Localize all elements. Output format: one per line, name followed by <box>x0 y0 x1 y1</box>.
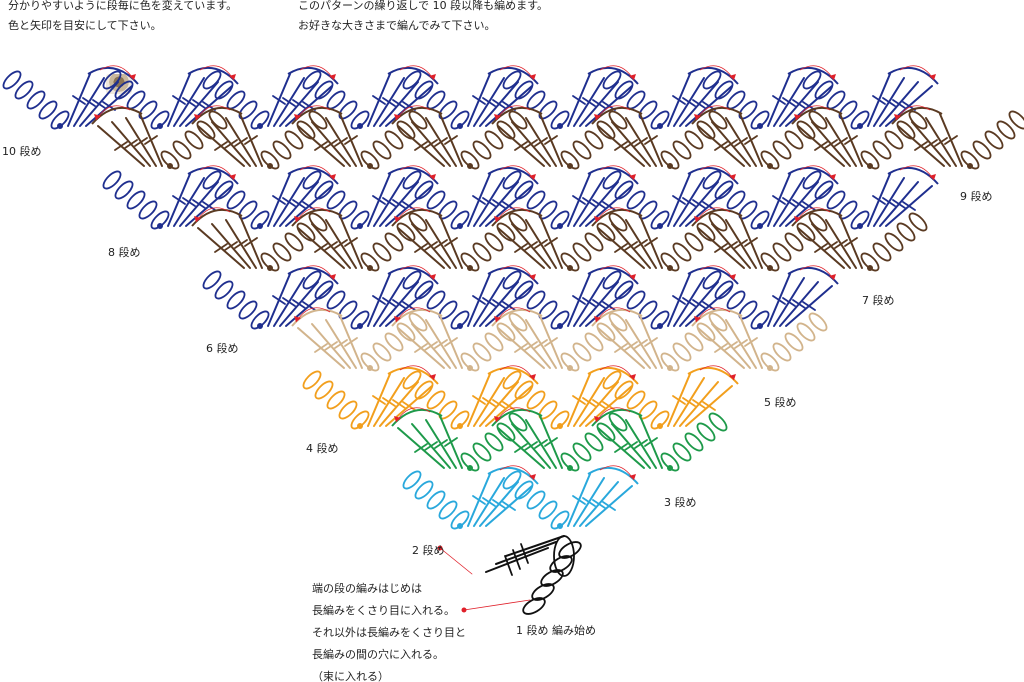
row9-motif <box>91 105 228 170</box>
instruction-line-2: 長編みをくさり目に入れる。 <box>312 604 455 617</box>
row7-motif <box>491 207 628 272</box>
row4-motif <box>302 365 439 430</box>
row-label-9: 9 段め <box>960 190 993 203</box>
row6-motif <box>702 265 839 330</box>
row8-motif <box>102 165 239 230</box>
row9-motif <box>291 105 428 170</box>
row3-motif <box>391 407 528 472</box>
row9-motif <box>491 105 628 170</box>
row10-motif <box>702 65 839 130</box>
instruction-line-4: 長編みの間の穴に入れる。 <box>312 648 444 661</box>
row-label-10: 10 段め <box>2 145 42 158</box>
row7-motif <box>291 207 428 272</box>
row-label-1-text: 1 段め <box>516 624 549 637</box>
row9-motif <box>191 105 328 170</box>
row6-motif <box>302 265 439 330</box>
row2-motif <box>502 465 639 530</box>
row8-motif <box>802 165 939 230</box>
row5-motif <box>291 307 428 372</box>
row-label-1-suffix: 編み始め <box>552 624 596 637</box>
row6-motif <box>202 265 339 330</box>
row10-motif <box>402 65 539 130</box>
row5-motif <box>391 307 528 372</box>
row-label-8: 8 段め <box>108 246 141 259</box>
row9-motif <box>791 105 928 170</box>
row1-start-motif <box>485 535 582 615</box>
row8-motif <box>702 165 839 230</box>
row10-motif <box>802 65 939 130</box>
row7-motif <box>391 207 528 272</box>
row5-motif <box>491 307 628 372</box>
note-left: 分かりやすいように段毎に色を変えています。 色と矢印を目安にして下さい。 <box>8 0 237 36</box>
row9-motif <box>391 105 528 170</box>
instruction-line-3: それ以外は長編みをくさり目と <box>312 626 466 639</box>
row10-motif <box>202 65 339 130</box>
row-label-1: 1 段め 編み始め <box>516 622 596 638</box>
pointer-lines <box>437 545 531 613</box>
note-right-line2: お好きな大きさまで編んでみて下さい。 <box>298 19 496 32</box>
row10-motif <box>502 65 639 130</box>
row7-motif <box>691 207 828 272</box>
row5-motif <box>591 307 728 372</box>
row8-motif <box>502 165 639 230</box>
row4-motif <box>602 365 739 430</box>
note-left-line1: 分かりやすいように段毎に色を変えています。 <box>8 0 238 12</box>
row8-motif <box>302 165 439 230</box>
row9-motif <box>591 105 728 170</box>
instruction-line-5: （束に入れる） <box>312 670 389 682</box>
row7-motif <box>191 207 328 272</box>
row4-motif <box>502 365 639 430</box>
row10-motif <box>102 65 239 130</box>
row8-motif <box>202 165 339 230</box>
note-left-line2: 色と矢印を目安にして下さい。 <box>8 19 162 32</box>
row-label-5: 5 段め <box>764 396 797 409</box>
row-label-2: 2 段め <box>412 544 445 557</box>
row-label-3: 3 段め <box>664 496 697 509</box>
row10-motif <box>302 65 439 130</box>
row8-motif <box>402 165 539 230</box>
instruction-line-1: 端の段の編みはじめは <box>312 582 422 595</box>
row6-motif <box>502 265 639 330</box>
row9-motif <box>691 105 828 170</box>
row7-motif <box>791 207 928 272</box>
row7-motif <box>591 207 728 272</box>
row2-motif <box>402 465 539 530</box>
row3-motif <box>491 407 628 472</box>
row3-motif <box>591 407 728 472</box>
row-label-4: 4 段め <box>306 442 339 455</box>
instructions: 端の段の編みはじめは 長編みをくさり目に入れる。 それ以外は長編みをくさり目と … <box>312 578 466 682</box>
row-label-6: 6 段め <box>206 342 239 355</box>
row6-motif <box>602 265 739 330</box>
note-right: このパターンの繰り返しで 10 段以降も編めます。 お好きな大きさまで編んでみて… <box>298 0 548 36</box>
row-label-7: 7 段め <box>862 294 895 307</box>
note-right-line1: このパターンの繰り返しで 10 段以降も編めます。 <box>298 0 549 12</box>
row5-motif <box>691 307 828 372</box>
row9-motif <box>891 105 1024 170</box>
row6-motif <box>402 265 539 330</box>
